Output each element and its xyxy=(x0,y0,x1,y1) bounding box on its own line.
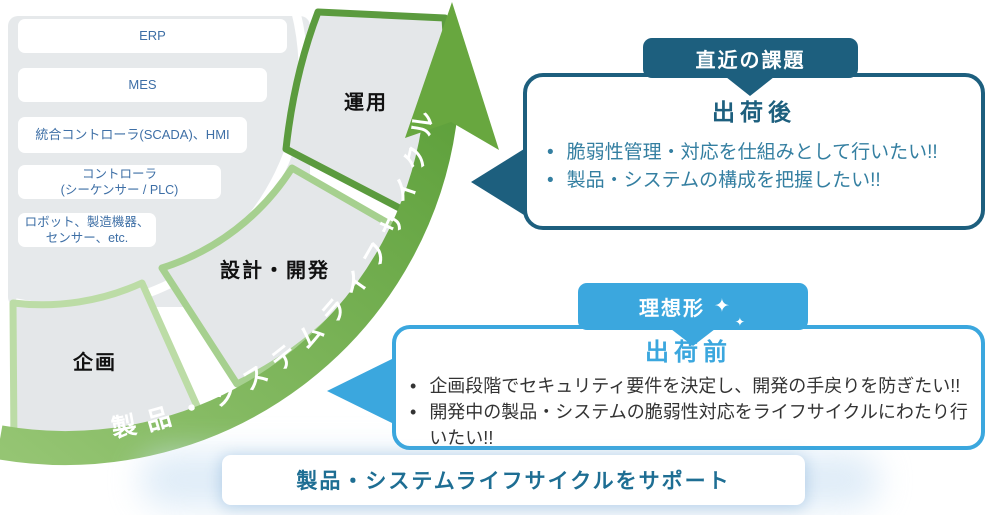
callout-after-shipping: 出荷後 脆弱性管理・対応を仕組みとして行いたい!! 製品・システムの構成を把握し… xyxy=(523,73,985,230)
callout-after-bullet-list: 脆弱性管理・対応を仕組みとして行いたい!! 製品・システムの構成を把握したい!! xyxy=(527,139,981,194)
segment-label-design-development: 設計・開発 xyxy=(220,260,330,282)
bullet-icon xyxy=(410,399,416,451)
badge-notch-icon xyxy=(671,329,715,346)
list-item: 脆弱性管理・対応を仕組みとして行いたい!! xyxy=(547,139,963,167)
bullet-text: 開発中の製品・システムの脆弱性対応をライフサイクルにわたり行いたい!! xyxy=(429,402,968,449)
sparkle-icon: ✦ xyxy=(734,315,747,329)
badge-label: 理想形 xyxy=(639,298,705,320)
callout-after-title: 出荷後 xyxy=(712,99,796,125)
callout-before-pointer-icon xyxy=(327,358,394,424)
stack-item-erp: ERP xyxy=(18,19,287,53)
stack-item-controller-plc: コントローラ (シーケンサー / PLC) xyxy=(18,165,221,199)
bullet-text: 製品・システムの構成を把握したい!! xyxy=(566,169,881,191)
callout-before-badge: 理想形 ✦ ✦ xyxy=(578,283,808,330)
segment-label-operation: 運用 xyxy=(344,92,388,114)
bullet-text: 脆弱性管理・対応を仕組みとして行いたい!! xyxy=(566,142,938,163)
stack-item-robot-sensor: ロボット、製造機器、 センサー、etc. xyxy=(18,213,156,247)
list-item: 企画段階でセキュリティ要件を決定し、開発の手戻りを防ぎたい!! xyxy=(410,373,971,399)
lifecycle-band xyxy=(0,107,458,466)
list-item: 開発中の製品・システムの脆弱性対応をライフサイクルにわたり行いたい!! xyxy=(410,399,971,451)
bullet-text: 企画段階でセキュリティ要件を決定し、開発の手戻りを防ぎたい!! xyxy=(429,376,961,396)
callout-after-pointer-icon xyxy=(471,149,524,215)
stack-item-scada-hmi: 統合コントローラ(SCADA)、HMI xyxy=(18,117,247,153)
sparkle-icon: ✦ xyxy=(714,296,732,317)
bullet-icon xyxy=(547,139,554,167)
badge-notch-icon xyxy=(726,77,774,96)
segment-label-planning: 企画 xyxy=(73,352,117,374)
bullet-icon xyxy=(410,373,416,399)
lifecycle-arrowhead-icon xyxy=(405,2,499,150)
callout-after-badge: 直近の課題 xyxy=(643,38,858,78)
bullet-icon xyxy=(547,167,554,195)
stack-item-mes: MES xyxy=(18,68,267,102)
list-item: 製品・システムの構成を把握したい!! xyxy=(547,167,963,195)
callout-before-bullet-list: 企画段階でセキュリティ要件を決定し、開発の手戻りを防ぎたい!! 開発中の製品・シ… xyxy=(396,373,981,451)
support-banner: 製品・システムライフサイクルをサポート xyxy=(222,455,805,505)
